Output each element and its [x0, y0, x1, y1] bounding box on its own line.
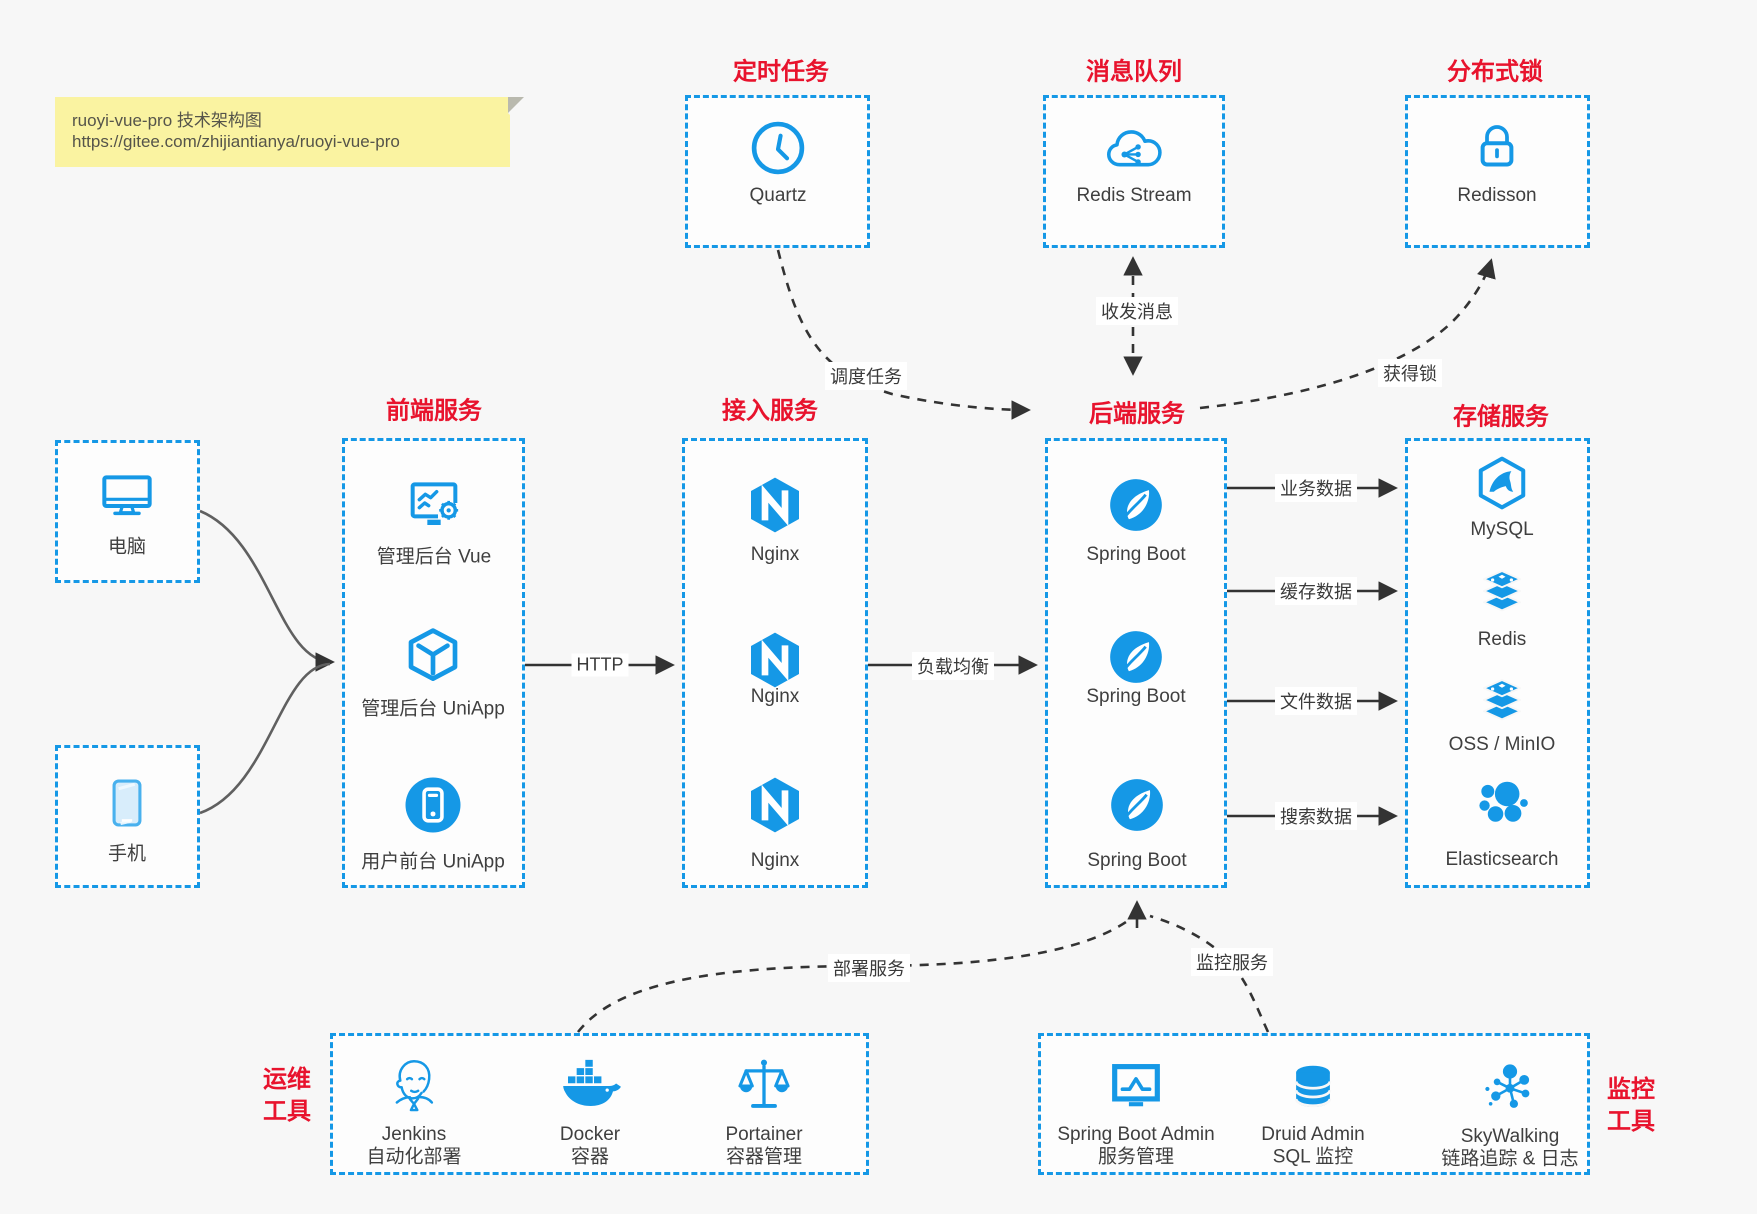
skywalking-network-icon: [1479, 1056, 1541, 1118]
title-monitor-tools: 监控 工具: [1607, 1074, 1655, 1138]
label-load-balance: 负载均衡: [912, 652, 994, 680]
title-scheduled-task: 定时任务: [733, 58, 829, 86]
mobile-label: 手机: [107, 843, 147, 865]
label-search-data: 搜索数据: [1275, 802, 1357, 830]
spring-boot-label: Spring Boot: [1086, 686, 1186, 707]
uniapp-cube-icon: [400, 623, 466, 689]
note-url: https://gitee.com/zhijiantianya/ruoyi-vu…: [72, 132, 400, 151]
label-send-receive-msg: 收发消息: [1096, 297, 1178, 325]
pc-label: 电脑: [107, 536, 147, 558]
note-title: ruoyi-vue-pro 技术架构图: [72, 111, 262, 130]
spring-boot-icon: [1106, 774, 1168, 836]
docker-icon: [557, 1053, 623, 1119]
user-app-icon: [400, 772, 466, 838]
monitor-title-line1: 监控: [1607, 1076, 1655, 1103]
nginx-icon: [743, 628, 807, 692]
spring-boot-admin-icon: [1105, 1055, 1167, 1117]
redisson-label: Redisson: [1457, 185, 1537, 206]
ops-title-line1: 运维: [263, 1066, 311, 1093]
nginx-label: Nginx: [750, 686, 800, 707]
docker-desc: 容器: [570, 1146, 610, 1168]
label-business-data: 业务数据: [1275, 474, 1357, 502]
nginx-label: Nginx: [750, 850, 800, 871]
admin-uniapp-label: 管理后台 UniApp: [361, 698, 505, 720]
note-fold-corner: [508, 97, 524, 129]
clock-icon: [747, 117, 809, 179]
spring-boot-label: Spring Boot: [1087, 850, 1187, 871]
edge-acquire-lock: [1199, 258, 1496, 410]
label-deploy-service: 部署服务: [828, 954, 910, 982]
nginx-label: Nginx: [750, 544, 800, 565]
elasticsearch-label: Elasticsearch: [1445, 849, 1559, 870]
title-distributed-lock: 分布式锁: [1447, 58, 1543, 86]
monitor-title-line2: 工具: [1607, 1108, 1655, 1135]
portainer-scales-icon: [731, 1053, 797, 1119]
title-message-queue: 消息队列: [1086, 58, 1182, 86]
quartz-label: Quartz: [749, 185, 807, 206]
redis-label: Redis: [1477, 629, 1527, 650]
oss-minio-label: OSS / MinIO: [1448, 734, 1556, 755]
label-cache-data: 缓存数据: [1275, 577, 1357, 605]
nginx-icon: [743, 773, 807, 837]
skywalking-label: SkyWalking: [1460, 1126, 1560, 1147]
redis-stream-box: [1043, 95, 1225, 248]
jenkins-label: Jenkins: [381, 1124, 447, 1145]
spring-boot-label: Spring Boot: [1086, 544, 1186, 565]
user-uniapp-label: 用户前台 UniApp: [361, 851, 505, 873]
label-file-data: 文件数据: [1275, 687, 1357, 715]
jenkins-icon: [381, 1053, 447, 1119]
druid-admin-label: Druid Admin: [1261, 1124, 1365, 1145]
portainer-label: Portainer: [725, 1124, 803, 1145]
docker-label: Docker: [559, 1124, 621, 1145]
mysql-icon: [1472, 453, 1532, 513]
title-ops-tools: 运维 工具: [263, 1064, 311, 1128]
admin-vue-label: 管理后台 Vue: [376, 546, 492, 568]
spring-boot-icon: [1105, 474, 1167, 536]
nginx-icon: [743, 473, 807, 537]
admin-vue-icon: [402, 471, 466, 535]
redisson-box: [1405, 95, 1590, 248]
spring-boot-admin-label: Spring Boot Admin: [1057, 1124, 1215, 1145]
redis-icon: [1472, 561, 1532, 621]
lock-icon: [1467, 117, 1527, 177]
title-backend-services: 后端服务: [1089, 400, 1185, 428]
jenkins-desc: 自动化部署: [366, 1146, 462, 1168]
mysql-label: MySQL: [1470, 519, 1534, 540]
label-monitor-service: 监控服务: [1191, 948, 1273, 976]
edge-pc-to-frontend: [199, 509, 335, 672]
druid-database-icon: [1283, 1057, 1343, 1117]
label-acquire-lock: 获得锁: [1378, 359, 1442, 387]
spring-boot-icon: [1105, 626, 1167, 688]
ops-title-line2: 工具: [263, 1098, 311, 1125]
druid-admin-desc: SQL 监控: [1272, 1146, 1354, 1168]
title-frontend-services: 前端服务: [386, 397, 482, 425]
redis-stream-label: Redis Stream: [1076, 185, 1192, 206]
title-gateway-services: 接入服务: [722, 397, 818, 425]
phone-icon: [96, 772, 158, 834]
edge-mobile-to-frontend: [199, 662, 331, 815]
portainer-desc: 容器管理: [725, 1146, 803, 1168]
spring-boot-admin-desc: 服务管理: [1097, 1146, 1175, 1168]
elasticsearch-icon: [1471, 772, 1533, 834]
label-schedule-task: 调度任务: [825, 362, 907, 390]
sticky-note: ruoyi-vue-pro 技术架构图 https://gitee.com/zh…: [55, 97, 524, 167]
label-http: HTTP: [571, 653, 629, 677]
title-storage-services: 存储服务: [1453, 403, 1549, 431]
desktop-icon: [95, 464, 159, 528]
skywalking-desc: 链路追踪 & 日志: [1441, 1148, 1579, 1170]
cloud-stream-icon: [1101, 119, 1167, 179]
oss-minio-icon: [1472, 670, 1532, 730]
